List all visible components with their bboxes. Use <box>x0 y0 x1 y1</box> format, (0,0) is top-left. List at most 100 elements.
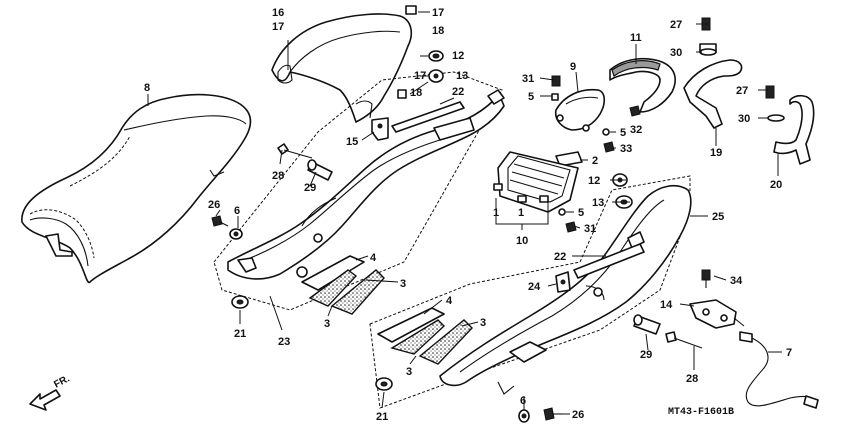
collar-right <box>633 314 661 335</box>
callout-34: 34 <box>730 275 743 287</box>
callout-6: 6 <box>234 205 240 217</box>
grab-rail-trim <box>609 57 676 113</box>
nut-top <box>397 5 417 99</box>
callout-31: 31 <box>584 223 596 235</box>
bolt-left <box>277 143 313 159</box>
callout-29: 29 <box>304 182 316 194</box>
trim-plate-right-b <box>418 319 473 365</box>
small-screws <box>558 208 577 233</box>
callout-12: 12 <box>452 50 464 62</box>
trim-strip-right <box>377 307 445 343</box>
callout-14: 14 <box>660 299 673 311</box>
callout-22: 22 <box>452 86 464 98</box>
grommet-top <box>428 69 444 83</box>
callout-labels: 16 17 17 18 12 17 13 18 22 15 8 28 29 26… <box>144 7 792 423</box>
rail-strip-right <box>573 243 645 279</box>
grommet-bottom <box>518 409 530 423</box>
bracket-clip <box>371 117 389 141</box>
callout-26: 26 <box>208 199 220 211</box>
callout-28: 28 <box>272 170 284 182</box>
callout-13: 13 <box>592 197 604 209</box>
trim-plate-left-a <box>308 269 358 307</box>
bolt-right <box>665 331 703 349</box>
storage-tray <box>493 151 579 213</box>
trim-plate-left-b <box>330 269 385 315</box>
fasteners-right <box>602 105 641 153</box>
callout-27: 27 <box>670 19 682 31</box>
damper-right <box>612 173 633 209</box>
callout-18: 18 <box>432 25 444 37</box>
collar-left <box>307 159 333 181</box>
main-seat <box>21 93 252 284</box>
callout-3: 3 <box>324 318 330 330</box>
callout-4: 4 <box>446 295 453 307</box>
callout-21: 21 <box>376 411 388 423</box>
callout-21: 21 <box>234 328 246 340</box>
callout-3: 3 <box>406 366 412 378</box>
callout-11: 11 <box>630 32 642 44</box>
leader-lines <box>147 11 782 415</box>
callout-10: 10 <box>516 235 528 247</box>
callout-17: 17 <box>414 70 426 82</box>
callout-33: 33 <box>620 143 632 155</box>
screw-bottom <box>543 407 562 421</box>
callout-25: 25 <box>712 211 724 223</box>
trim-strip-left <box>301 255 365 291</box>
grab-rail-right <box>765 85 815 165</box>
seat-lock-mechanism <box>689 299 745 329</box>
callout-19: 19 <box>710 147 722 159</box>
seat-lock-cable <box>739 331 819 409</box>
callout-30: 30 <box>670 47 682 59</box>
bolt-cover <box>551 75 561 101</box>
callout-13: 13 <box>456 70 468 82</box>
callout-17: 17 <box>272 21 284 33</box>
callout-4: 4 <box>370 252 377 264</box>
callout-2: 2 <box>592 155 598 167</box>
screw-left <box>211 215 229 227</box>
callout-1: 1 <box>493 207 499 219</box>
callout-5: 5 <box>528 91 534 103</box>
callout-16: 16 <box>272 7 284 19</box>
callout-3: 3 <box>480 317 486 329</box>
lock-cover <box>554 88 606 132</box>
callout-32: 32 <box>630 124 642 136</box>
front-direction-arrow: FR. <box>29 373 72 411</box>
callout-12: 12 <box>588 175 600 187</box>
front-label: FR. <box>52 373 72 390</box>
callout-5: 5 <box>620 127 626 139</box>
callout-17: 17 <box>432 7 444 19</box>
callout-31: 31 <box>522 73 534 85</box>
callout-15: 15 <box>346 136 358 148</box>
bolt-34 <box>701 269 711 288</box>
clip-right <box>555 271 571 293</box>
rail-strip-left <box>391 101 465 133</box>
callout-18: 18 <box>410 87 422 99</box>
callout-3: 3 <box>400 278 406 290</box>
callout-29: 29 <box>640 349 652 361</box>
cap-left <box>231 295 249 309</box>
callout-6: 6 <box>520 395 526 407</box>
callout-24: 24 <box>528 281 541 293</box>
damper-top <box>428 50 444 62</box>
callout-30: 30 <box>738 113 750 125</box>
callout-28: 28 <box>686 373 698 385</box>
grommet-left <box>229 228 243 240</box>
callout-1: 1 <box>518 207 524 219</box>
callout-5: 5 <box>578 207 584 219</box>
callout-7: 7 <box>786 347 792 359</box>
callout-23: 23 <box>278 336 290 348</box>
cap-right <box>375 377 393 391</box>
callout-26: 26 <box>572 409 584 421</box>
callout-27: 27 <box>736 85 748 97</box>
grab-rail-left <box>683 17 743 129</box>
left-tail-frame <box>213 71 505 311</box>
callout-9: 9 <box>570 61 576 73</box>
callout-8: 8 <box>144 82 150 94</box>
pillion-seat <box>271 13 413 123</box>
callout-20: 20 <box>770 179 782 191</box>
callout-22: 22 <box>554 251 566 263</box>
diagram-code: MT43-F1601B <box>668 407 734 418</box>
trim-plate-right-a <box>390 319 446 355</box>
